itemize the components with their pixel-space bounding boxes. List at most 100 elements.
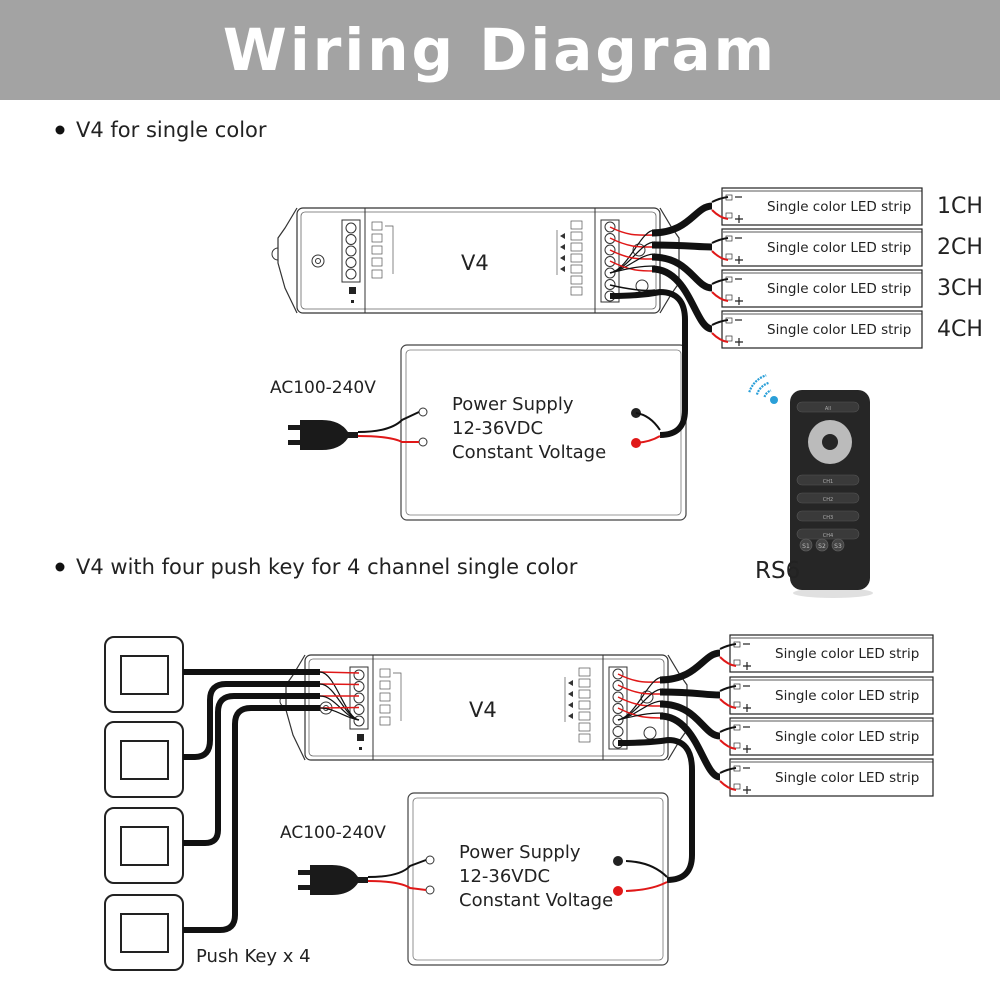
output-terminal-label — [578, 700, 591, 710]
terminal-screw — [353, 704, 365, 715]
plug-prong — [288, 425, 300, 430]
ac-voltage-label: AC100-240V — [280, 823, 386, 843]
wireless-signal-icon — [748, 374, 778, 404]
output-terminal-label — [578, 678, 591, 688]
power-supply-text: Power Supply — [452, 394, 574, 415]
cable — [617, 736, 695, 883]
remote-button-label: CH2 — [823, 497, 833, 503]
match-button — [349, 287, 356, 294]
remote-button-label: CH3 — [823, 515, 833, 521]
ac-plug-2: AC100-240V — [280, 823, 386, 895]
push-key-count-label: Push Key x 4 — [196, 946, 311, 967]
pad-positive — [725, 294, 733, 301]
screw-hole — [640, 690, 654, 704]
diode-icon — [568, 680, 573, 686]
push-key-button — [120, 826, 169, 866]
plug-prong — [288, 440, 300, 445]
screw-hole — [311, 254, 325, 268]
channel-label: 1CH — [937, 194, 983, 219]
pad-positive — [733, 659, 741, 666]
led-strip-2: Single color LED strip — [729, 676, 934, 715]
push-key-button — [120, 740, 169, 780]
led-strip-3: Single color LED strip — [729, 717, 934, 756]
diode-icon — [560, 233, 565, 239]
pad-positive — [725, 335, 733, 342]
push-key-2 — [104, 721, 184, 798]
strip-label: Single color LED strip — [775, 729, 919, 745]
cable — [659, 700, 721, 740]
cable — [659, 688, 721, 699]
push-key-input-label — [371, 269, 383, 279]
diode-icon — [568, 702, 573, 708]
cable — [659, 712, 722, 781]
remote-button-label: CH1 — [823, 479, 833, 485]
channel-label: 4CH — [937, 317, 983, 342]
remote-button-all — [796, 401, 860, 413]
plus-sign — [735, 215, 743, 223]
plus-sign — [743, 704, 751, 712]
plus-sign — [743, 786, 751, 794]
scene-button — [799, 538, 813, 552]
remote-button-ch3 — [796, 510, 860, 522]
bullet-dot — [55, 562, 65, 572]
ac-plug-icon — [300, 420, 358, 450]
output-terminal-label — [578, 667, 591, 677]
push-key-input-label — [379, 668, 391, 678]
section2-heading: V4 with four push key for 4 channel sing… — [55, 555, 578, 579]
output-terminal-label — [570, 242, 583, 252]
strip-label: Single color LED strip — [767, 322, 911, 338]
strip-label: Single color LED strip — [775, 770, 919, 786]
remote-shadow — [793, 588, 873, 598]
bullet-dot — [55, 125, 65, 135]
section1-heading: V4 for single color — [55, 118, 267, 142]
terminal-screw — [345, 268, 357, 280]
diode-icon — [560, 266, 565, 272]
led-strip — [729, 758, 934, 797]
terminal-screw — [345, 245, 357, 257]
ac-wires-1 — [357, 411, 420, 443]
plug-prong — [298, 885, 310, 890]
push-key-input-label — [379, 692, 391, 702]
push-key-input-label — [379, 680, 391, 690]
cable — [183, 693, 320, 846]
dc-positive-terminal — [613, 886, 623, 896]
led-strip-4ch: Single color LED strip 4CH — [721, 310, 983, 349]
power-supply-text: Constant Voltage — [459, 890, 613, 911]
remote-button-label: CH4 — [823, 533, 833, 539]
screw-hole — [643, 726, 657, 740]
bullet-text: V4 with four push key for 4 channel sing… — [76, 555, 578, 579]
scene-button — [831, 538, 845, 552]
output-wires-1 — [609, 196, 729, 343]
led-indicator — [351, 300, 354, 303]
led-strip-4: Single color LED strip — [729, 758, 934, 797]
plus-sign — [743, 662, 751, 670]
push-key-input-label — [379, 704, 391, 714]
remote-model-label: RS6 — [755, 558, 800, 584]
push-key-input-label — [371, 233, 383, 243]
power-supply-text: 12-36VDC — [452, 418, 543, 439]
push-key-button — [120, 655, 169, 695]
remote-button-ch2 — [796, 492, 860, 504]
dc-negative-terminal — [613, 856, 623, 866]
channel-label: 2CH — [937, 235, 983, 260]
led-strip — [729, 634, 934, 673]
terminal-screw — [353, 669, 365, 681]
push-key-3 — [104, 807, 184, 884]
strip-label: Single color LED strip — [767, 199, 911, 215]
bullet-text: V4 for single color — [76, 118, 267, 142]
match-button — [357, 734, 364, 741]
cable — [183, 681, 320, 760]
diode-icon — [568, 713, 573, 719]
led-strip-1ch: Single color LED strip 1CH — [721, 187, 983, 226]
terminal-screw — [345, 257, 357, 268]
output-terminal-label — [570, 286, 583, 296]
push-key-wires — [183, 669, 360, 933]
push-key-input-label — [371, 245, 383, 255]
led-indicator — [359, 747, 362, 750]
controller-model-label: V4 — [469, 698, 497, 722]
output-terminal-label — [570, 253, 583, 263]
header-banner: Wiring Diagram — [0, 0, 1000, 100]
